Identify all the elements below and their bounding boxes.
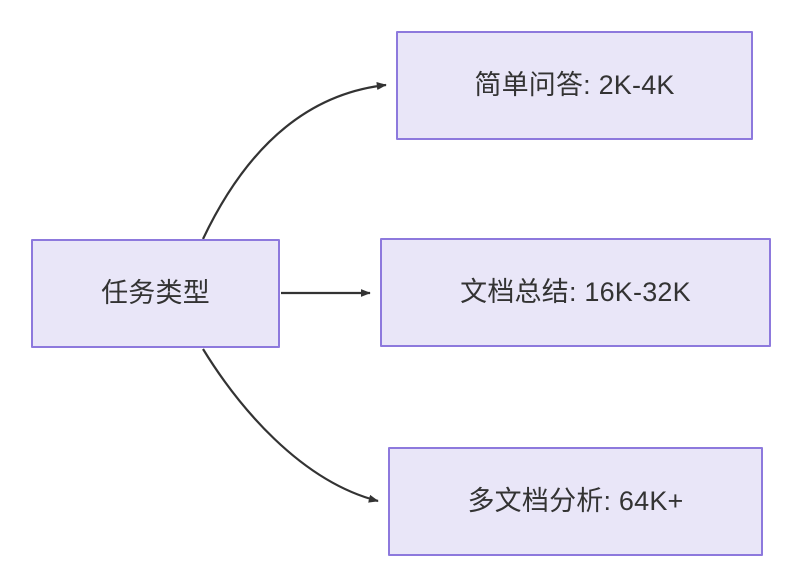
node-label: 多文档分析: 64K+ [467,486,684,517]
node-label: 简单问答: 2K-4K [474,70,675,101]
node-label: 任务类型 [101,278,210,309]
node-document-summary[interactable]: 文档总结: 16K-32K [380,238,771,347]
node-task-type[interactable]: 任务类型 [31,239,280,348]
edge-root-to-child-2 [202,348,379,503]
node-simple-qa[interactable]: 简单问答: 2K-4K [396,31,753,140]
node-multi-document-analysis[interactable]: 多文档分析: 64K+ [388,447,763,556]
node-label: 文档总结: 16K-32K [460,277,691,308]
edge-root-to-child-0 [202,82,387,240]
